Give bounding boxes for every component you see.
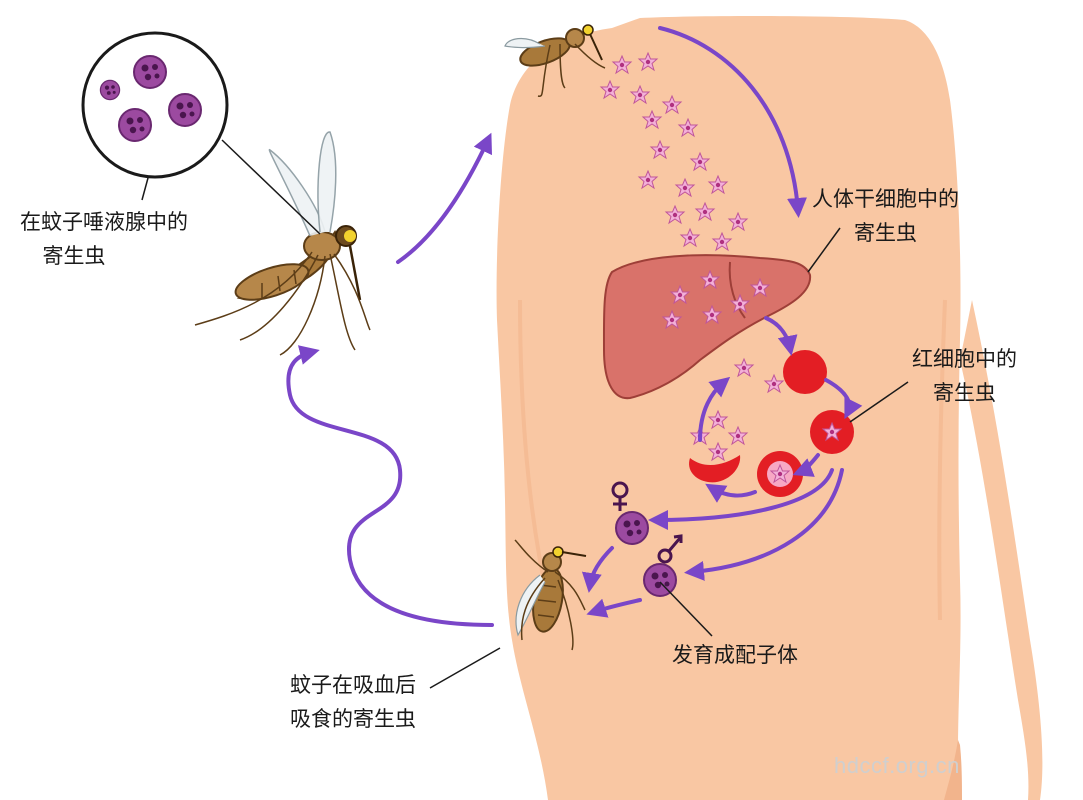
leader-lines — [141, 177, 909, 689]
mosquito-biting — [504, 24, 606, 97]
human-body — [496, 0, 1083, 800]
label-blood-meal-parasites: 蚊子在吸血后 吸食的寄生虫 — [290, 668, 416, 736]
gametocytes — [611, 481, 683, 597]
label-salivary-gland-parasites: 在蚊子唾液腺中的 寄生虫 — [20, 205, 188, 273]
liver — [602, 254, 812, 400]
watermark: hdccf.org.cn — [834, 753, 960, 778]
label-blood-meal-line1: 蚊子在吸血后 — [290, 673, 416, 697]
label-salivary-line1: 在蚊子唾液腺中的 — [20, 210, 188, 234]
red-blood-cells — [689, 350, 854, 497]
label-liver-line2: 寄生虫 — [854, 221, 917, 245]
label-rbc-line2: 寄生虫 — [933, 381, 996, 405]
lifecycle-arrows — [286, 26, 863, 627]
label-liver-parasites: 人体干细胞中的 寄生虫 — [812, 182, 959, 250]
salivary-gland-zoom — [81, 31, 229, 179]
label-gametocyte: 发育成配子体 — [672, 638, 798, 672]
label-rbc-line1: 红细胞中的 — [912, 347, 1017, 371]
label-rbc-parasites: 红细胞中的 寄生虫 — [912, 342, 1017, 410]
label-salivary-line2: 寄生虫 — [42, 244, 106, 268]
mosquito-large — [194, 131, 371, 356]
label-blood-meal-line2: 吸食的寄生虫 — [290, 707, 416, 731]
label-liver-line1: 人体干细胞中的 — [812, 187, 959, 211]
mosquito-feeding — [514, 539, 587, 651]
label-gametocyte-line1: 发育成配子体 — [672, 643, 798, 667]
